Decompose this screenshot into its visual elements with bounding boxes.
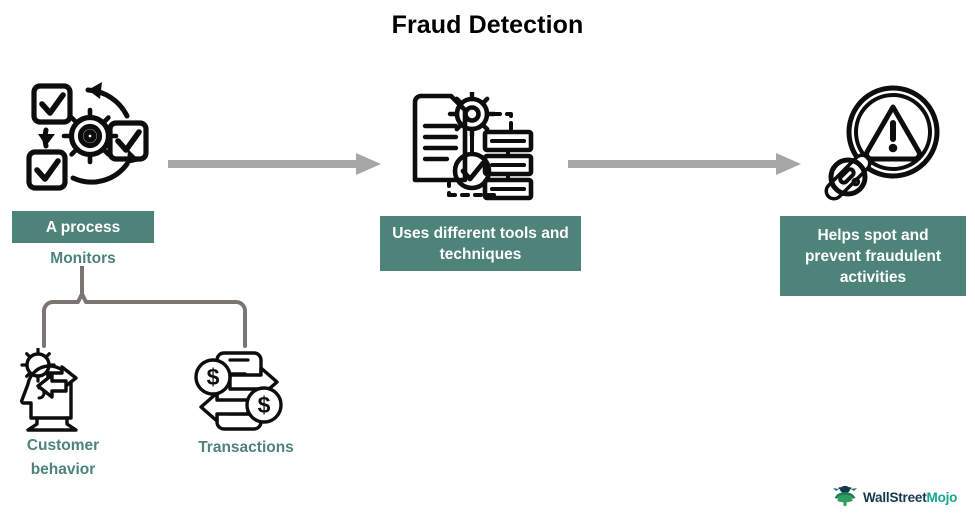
step-2-caption-box: Uses different tools and techniques (380, 216, 581, 271)
monitors-label: Monitors (50, 250, 116, 267)
customer-behavior-label: Customer behavior (26, 437, 100, 478)
magnifier-warning-icon (818, 82, 946, 209)
transactions-label: Transactions (198, 439, 294, 456)
bull-mascot-icon (832, 482, 858, 513)
page-title: Fraud Detection (391, 11, 584, 39)
svg-text:$: $ (258, 392, 271, 418)
head-gear-thinking-icon (14, 347, 106, 439)
bracket-connector (40, 264, 260, 355)
step-3-caption-box: Helps spot and prevent fraudulent activi… (780, 216, 966, 296)
logo-wordmark: WallStreetMojo (863, 490, 957, 505)
flow-arrow-2 (568, 152, 803, 181)
money-transfer-icon: $ $ (193, 348, 285, 439)
svg-text:$: $ (207, 364, 220, 390)
wallstreetmojo-logo: WallStreetMojo (832, 482, 957, 513)
logo-text-primary: WallStreet (863, 490, 927, 505)
logo-text-secondary: Mojo (926, 490, 958, 505)
flow-arrow-1 (168, 152, 383, 181)
process-cycle-icon (22, 78, 162, 208)
step-1-caption-box: A process (12, 211, 154, 243)
document-gear-analysis-icon (403, 89, 535, 209)
